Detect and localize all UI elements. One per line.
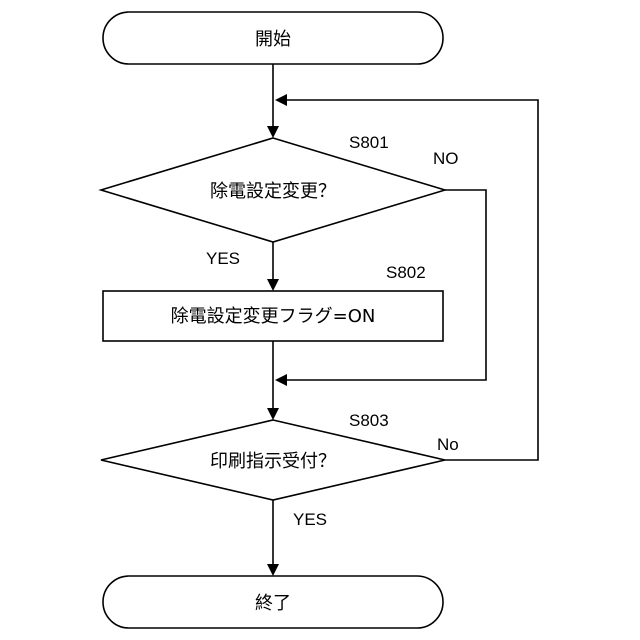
arrowhead-into-s803 (267, 408, 279, 420)
edge-label-s803-yes: YES (293, 510, 327, 529)
arrowhead-loopback-join (275, 94, 287, 106)
arrowhead-into-s801 (267, 126, 279, 138)
step-id-s803: S803 (349, 411, 389, 430)
arrowhead-into-s802 (267, 279, 279, 291)
step-id-s801: S801 (349, 133, 389, 152)
end-label: 終了 (255, 593, 291, 614)
edge-label-s803-no: No (437, 435, 459, 454)
start-node: 開始 (103, 12, 443, 64)
arrowhead-bypass-join (275, 374, 287, 386)
decision-s801-label: 除電設定変更？ (210, 181, 336, 202)
process-s802-label: 除電設定変更フラグ=ON (171, 306, 376, 327)
edge-label-s801-no: NO (433, 149, 459, 168)
decision-s803-label: 印刷指示受付？ (210, 451, 336, 472)
process-s802: 除電設定変更フラグ=ON (103, 291, 443, 341)
edge-label-s801-yes: YES (206, 249, 240, 268)
decision-s803: 印刷指示受付？ (101, 420, 445, 500)
decision-s801: 除電設定変更？ (101, 138, 445, 242)
arrowhead-into-end (267, 564, 279, 576)
start-label: 開始 (255, 29, 291, 50)
step-id-s802: S802 (386, 263, 426, 282)
end-node: 終了 (103, 576, 443, 628)
